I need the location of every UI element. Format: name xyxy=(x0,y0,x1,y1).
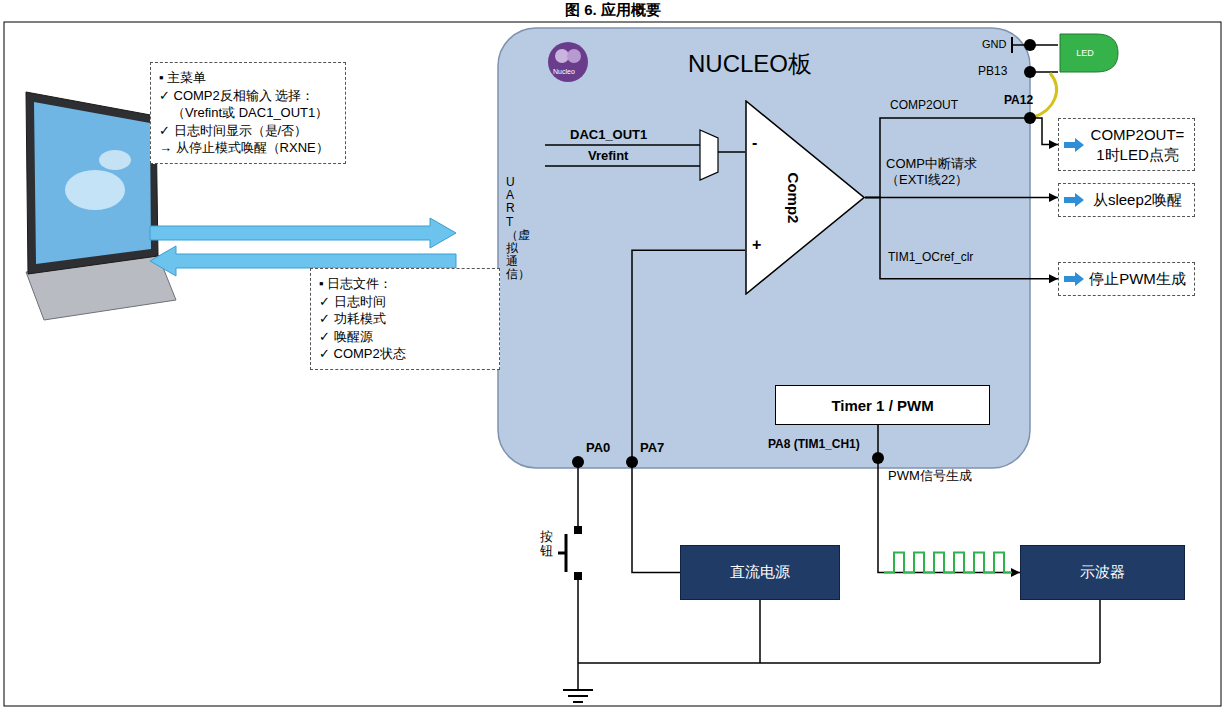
signal-connector xyxy=(632,250,745,572)
pa0-wire xyxy=(577,462,579,528)
led-outline xyxy=(1060,34,1118,72)
button-label: 按钮 xyxy=(540,530,553,559)
ground-wire xyxy=(578,662,1100,664)
signal-label: DAC1_OUT1 xyxy=(570,127,647,142)
nucleo-logo xyxy=(555,49,569,63)
button-plunger xyxy=(558,552,566,555)
inverting-input-wire xyxy=(718,151,745,153)
result-callout: 从sleep2唤醒 xyxy=(1058,183,1195,217)
pin-dot xyxy=(572,456,584,468)
signal-connector xyxy=(878,425,1020,573)
node-text: ✓ 唤醒源 xyxy=(319,328,491,346)
pin-dot xyxy=(1024,39,1036,51)
uart-arrow-right xyxy=(150,218,456,248)
node-text: ✓ COMP2状态 xyxy=(319,345,491,363)
pin-label: PA7 xyxy=(640,440,664,455)
connector-label: PWM信号生成 xyxy=(888,468,972,484)
laptop-screen xyxy=(34,102,151,264)
pin-label: PB13 xyxy=(978,64,1007,78)
instrument-box: 直流电源 xyxy=(680,545,840,600)
callout-arrow xyxy=(1064,138,1084,152)
vrefint-wire xyxy=(545,165,700,167)
board-title: NUCLEO板 xyxy=(688,48,812,80)
logo-text: Nucleo xyxy=(553,68,575,75)
mux-symbol xyxy=(700,130,718,180)
comparator-outline xyxy=(745,100,865,295)
ground-wire xyxy=(577,580,579,690)
instrument-box: 示波器 xyxy=(1020,545,1185,600)
node-text: → 从停止模式唤醒（RXNE） xyxy=(159,139,337,157)
ground-symbol xyxy=(573,701,583,703)
ground-symbol xyxy=(568,695,588,697)
connector-label: TIM1_OCref_clr xyxy=(888,250,973,265)
scope-ground-wire xyxy=(1099,600,1101,663)
callout-arrow xyxy=(1064,193,1084,207)
signal-connector xyxy=(865,198,1058,279)
figure-frame xyxy=(4,22,1221,706)
signal-label: Vrefint xyxy=(588,148,628,163)
pin-label: PA0 xyxy=(586,440,610,455)
yellow-wire xyxy=(1034,73,1057,117)
nucleo-logo xyxy=(567,49,581,63)
timer-box: Timer 1 / PWM xyxy=(775,385,990,425)
connector-label: COMP2OUT xyxy=(890,98,958,113)
button-terminal xyxy=(574,526,582,534)
node-text: ✓ 日志时间显示（是/否） xyxy=(159,122,337,140)
pin-dot xyxy=(1024,66,1036,78)
pin-label: GND xyxy=(982,38,1006,50)
callout-arrow xyxy=(1064,193,1084,207)
figure-title: 图 6. 应用概要 xyxy=(0,1,1226,19)
nucleo-logo xyxy=(548,42,588,82)
screen-flower xyxy=(99,150,131,170)
node-text: ✓ 日志时间 xyxy=(319,293,491,311)
node-text: 停止PWM生成 xyxy=(1087,269,1188,289)
node-text: ▪ 主菜单 xyxy=(159,69,337,87)
pin-label: PA8 (TIM1_CH1) xyxy=(768,437,860,451)
callout-arrow xyxy=(1064,272,1084,286)
pin-label: PA12 xyxy=(1004,93,1033,107)
node-text: 从sleep2唤醒 xyxy=(1087,190,1188,210)
uart-label: UART（虚拟通信） xyxy=(506,176,518,282)
node-text: Timer 1 / PWM xyxy=(831,397,933,414)
node-text: LED xyxy=(1076,48,1094,58)
screen-flower xyxy=(65,170,125,210)
comparator-name: Comp2 xyxy=(785,172,802,223)
node-text: ✓ COMP2反相输入 选择：（Vrefint或 DAC1_OUT1） xyxy=(159,87,337,122)
nucleo-board: Comp2Timer 1 / PWM NUCLEO板 UART（虚拟通信） xyxy=(498,28,1030,468)
pwm-waveform xyxy=(884,553,1012,573)
laptop-bezel xyxy=(26,92,158,274)
result-callout: 停止PWM生成 xyxy=(1058,262,1195,296)
result-callout: COMP2OUT= 1时LED点亮 xyxy=(1058,118,1195,171)
led-symbol: LED xyxy=(1058,32,1120,74)
log-callout: ▪ 日志文件：✓ 日志时间✓ 功耗模式✓ 唤醒源✓ COMP2状态 xyxy=(310,268,500,370)
signal-connector xyxy=(865,197,1058,199)
comparator-triangle: Comp2 xyxy=(745,100,865,295)
button-terminal xyxy=(574,572,582,580)
supply-ground-wire xyxy=(759,600,761,663)
board-outline xyxy=(498,28,1030,468)
input-sign: + xyxy=(752,236,761,254)
node-text: 直流电源 xyxy=(730,563,790,582)
ground-symbol xyxy=(563,689,593,691)
node-text: 示波器 xyxy=(1080,563,1125,582)
callout-arrow xyxy=(1064,272,1084,286)
connector-label: COMP中断请求 （EXTI线22） xyxy=(886,156,1018,189)
node-text: COMP2OUT= 1时LED点亮 xyxy=(1087,125,1188,164)
node-text: ✓ 功耗模式 xyxy=(319,310,491,328)
dac-wire xyxy=(545,144,700,146)
node-text: ▪ 日志文件： xyxy=(319,275,491,293)
signal-connector xyxy=(865,118,1058,198)
input-sign: - xyxy=(752,134,757,152)
comparator-outline xyxy=(746,101,864,294)
menu-callout: ▪ 主菜单✓ COMP2反相输入 选择：（Vrefint或 DAC1_OUT1）… xyxy=(150,62,346,164)
callout-arrow xyxy=(1064,138,1084,152)
